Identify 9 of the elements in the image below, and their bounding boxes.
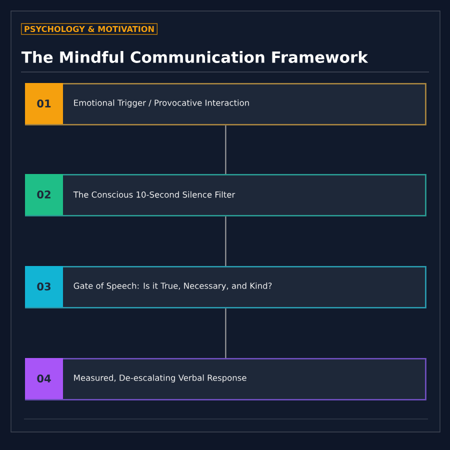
connector-line [225, 216, 226, 266]
connector-line [225, 308, 226, 358]
title: The Mindful Communication Framework [21, 51, 368, 63]
step-box: 04 Measured, De-escalating Verbal Response [25, 358, 426, 400]
connector-line [225, 125, 226, 174]
step-box: 03 Gate of Speech: Is it True, Necessary, and Kind? [25, 266, 426, 308]
step-box: 01 Emotional Trigger / Provocative Interaction [25, 83, 426, 126]
category-badge: PSYCHOLOGY & MOTIVATION [21, 23, 158, 35]
step-box: 02 The Conscious 10-Second Silence Filter [25, 174, 426, 216]
